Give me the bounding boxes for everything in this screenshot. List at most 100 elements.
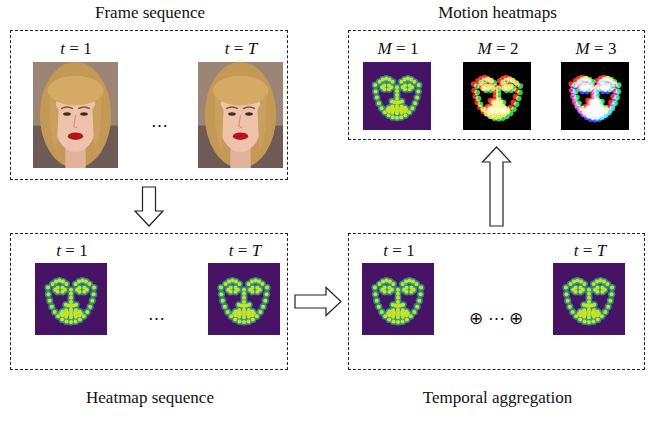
heatmap-image-part	[73, 310, 77, 314]
heatmap-image-part	[257, 280, 261, 284]
heatmap-image-part	[35, 263, 107, 335]
heatmap-image-part	[597, 101, 603, 107]
panel-heading: Temporal aggregation	[423, 389, 572, 408]
heatmap-image-part	[563, 291, 570, 298]
heatmap-image-part	[87, 282, 91, 286]
face-photo-part	[61, 107, 73, 109]
heatmap-image-part	[572, 97, 578, 103]
heatmap-image-part	[605, 282, 609, 286]
heatmap-image-part	[380, 310, 384, 314]
heatmap-image-part	[255, 290, 259, 294]
heatmap-image-part	[410, 106, 414, 110]
math-label: t = 1	[383, 242, 414, 261]
heatmap-image-part	[409, 314, 413, 318]
heatmap-image-part	[57, 279, 61, 283]
heatmap-image-part	[417, 299, 421, 303]
heatmap-image-part	[408, 87, 412, 91]
heatmap-image-part	[391, 282, 395, 286]
heatmap-image-part	[74, 303, 78, 307]
heatmap-image-part	[54, 280, 58, 284]
heatmap-image-part	[408, 83, 412, 87]
heatmap-image-part	[517, 90, 523, 96]
heatmap-image-part	[265, 292, 269, 296]
heatmap-image-part	[242, 300, 246, 304]
heatmap-image-part	[73, 319, 77, 323]
heatmap-image-part	[403, 83, 407, 87]
heatmap-image-part	[234, 280, 238, 284]
heatmap-image-part	[463, 62, 531, 130]
heatmap-image-part	[255, 286, 259, 290]
heatmap-image-part	[242, 296, 246, 300]
heatmap-image-part	[396, 292, 400, 296]
heatmap-image-part	[417, 291, 424, 298]
heatmap-image-part	[263, 299, 267, 303]
dashed-panel: Motion heatmapsM = 1M = 2M = 3	[348, 30, 645, 140]
heatmap-image-part	[396, 296, 400, 300]
heatmap-image-part	[90, 299, 94, 303]
heatmap-image-part	[392, 310, 396, 314]
heatmap-image-part	[415, 88, 422, 95]
heatmap-image-part	[61, 280, 65, 284]
heatmap-image-part	[396, 310, 400, 314]
heatmap-image-part	[69, 310, 73, 314]
heatmap-image-part	[388, 290, 392, 294]
heatmap-image	[35, 263, 107, 335]
heatmap-image-part	[606, 305, 610, 309]
heatmap-image-part	[396, 320, 400, 324]
heatmap-image-part	[574, 102, 580, 108]
heatmap-image-part	[78, 317, 82, 321]
heatmap-image-part	[587, 292, 591, 296]
heatmap-image-part	[405, 317, 409, 321]
heatmap-image-part	[401, 282, 405, 286]
heatmap-image-part	[85, 310, 89, 314]
heatmap-image-part	[571, 310, 575, 314]
heatmap-image-part	[602, 280, 606, 284]
heatmap-image-part	[384, 279, 388, 283]
heatmap-image-part	[242, 320, 246, 324]
heatmap-image-part	[382, 83, 386, 87]
heatmap-image-part	[77, 286, 81, 290]
heatmap-image-part	[511, 106, 517, 112]
heatmap-image-part	[614, 91, 620, 97]
heatmap-image-part	[595, 280, 599, 284]
heatmap-image-part	[605, 85, 611, 91]
heatmap-image-part	[391, 107, 395, 111]
heatmap-image-part	[90, 291, 97, 298]
heatmap-image-part	[591, 319, 595, 323]
heatmap-image-part	[234, 290, 238, 294]
heatmap-image-part	[218, 291, 225, 298]
math-label: ⋯	[148, 310, 165, 329]
face-photo-part	[215, 94, 224, 152]
heatmap-image-part	[234, 286, 238, 290]
heatmap-image-part	[571, 91, 577, 97]
heatmap-image-part	[564, 285, 568, 289]
math-label: t = T	[229, 242, 261, 261]
heatmap-image-part	[478, 101, 484, 107]
heatmap-image-part	[395, 85, 399, 89]
heatmap-image-part	[221, 299, 225, 303]
heatmap-image-part	[246, 319, 250, 323]
heatmap-image-part	[564, 292, 568, 296]
math-label: t = 1	[60, 40, 91, 59]
heatmap-image-part	[419, 292, 423, 296]
heatmap-image-part	[261, 305, 265, 309]
heatmap-image-part	[251, 317, 255, 321]
math-label: M = 2	[478, 40, 519, 59]
heatmap-image-part	[88, 305, 92, 309]
heatmap-image-part	[56, 314, 60, 318]
heatmap-image-part	[607, 297, 614, 304]
heatmap-image-part	[500, 107, 506, 113]
heatmap-image-part	[399, 115, 403, 119]
heatmap-image-part	[415, 305, 419, 309]
face-photo-part	[80, 112, 88, 115]
heatmap-image-part	[82, 290, 86, 294]
heatmap-image-part	[378, 80, 382, 84]
heatmap-image-part	[395, 106, 399, 110]
math-label: ⊕ ⋯ ⊕	[469, 310, 523, 329]
heatmap-image-part	[414, 282, 418, 286]
heatmap-image-part	[53, 310, 57, 314]
heatmap-image-part	[247, 282, 251, 286]
heatmap-image-part	[387, 83, 391, 87]
heatmap-image-part	[566, 299, 570, 303]
heatmap-image-part	[50, 305, 54, 309]
